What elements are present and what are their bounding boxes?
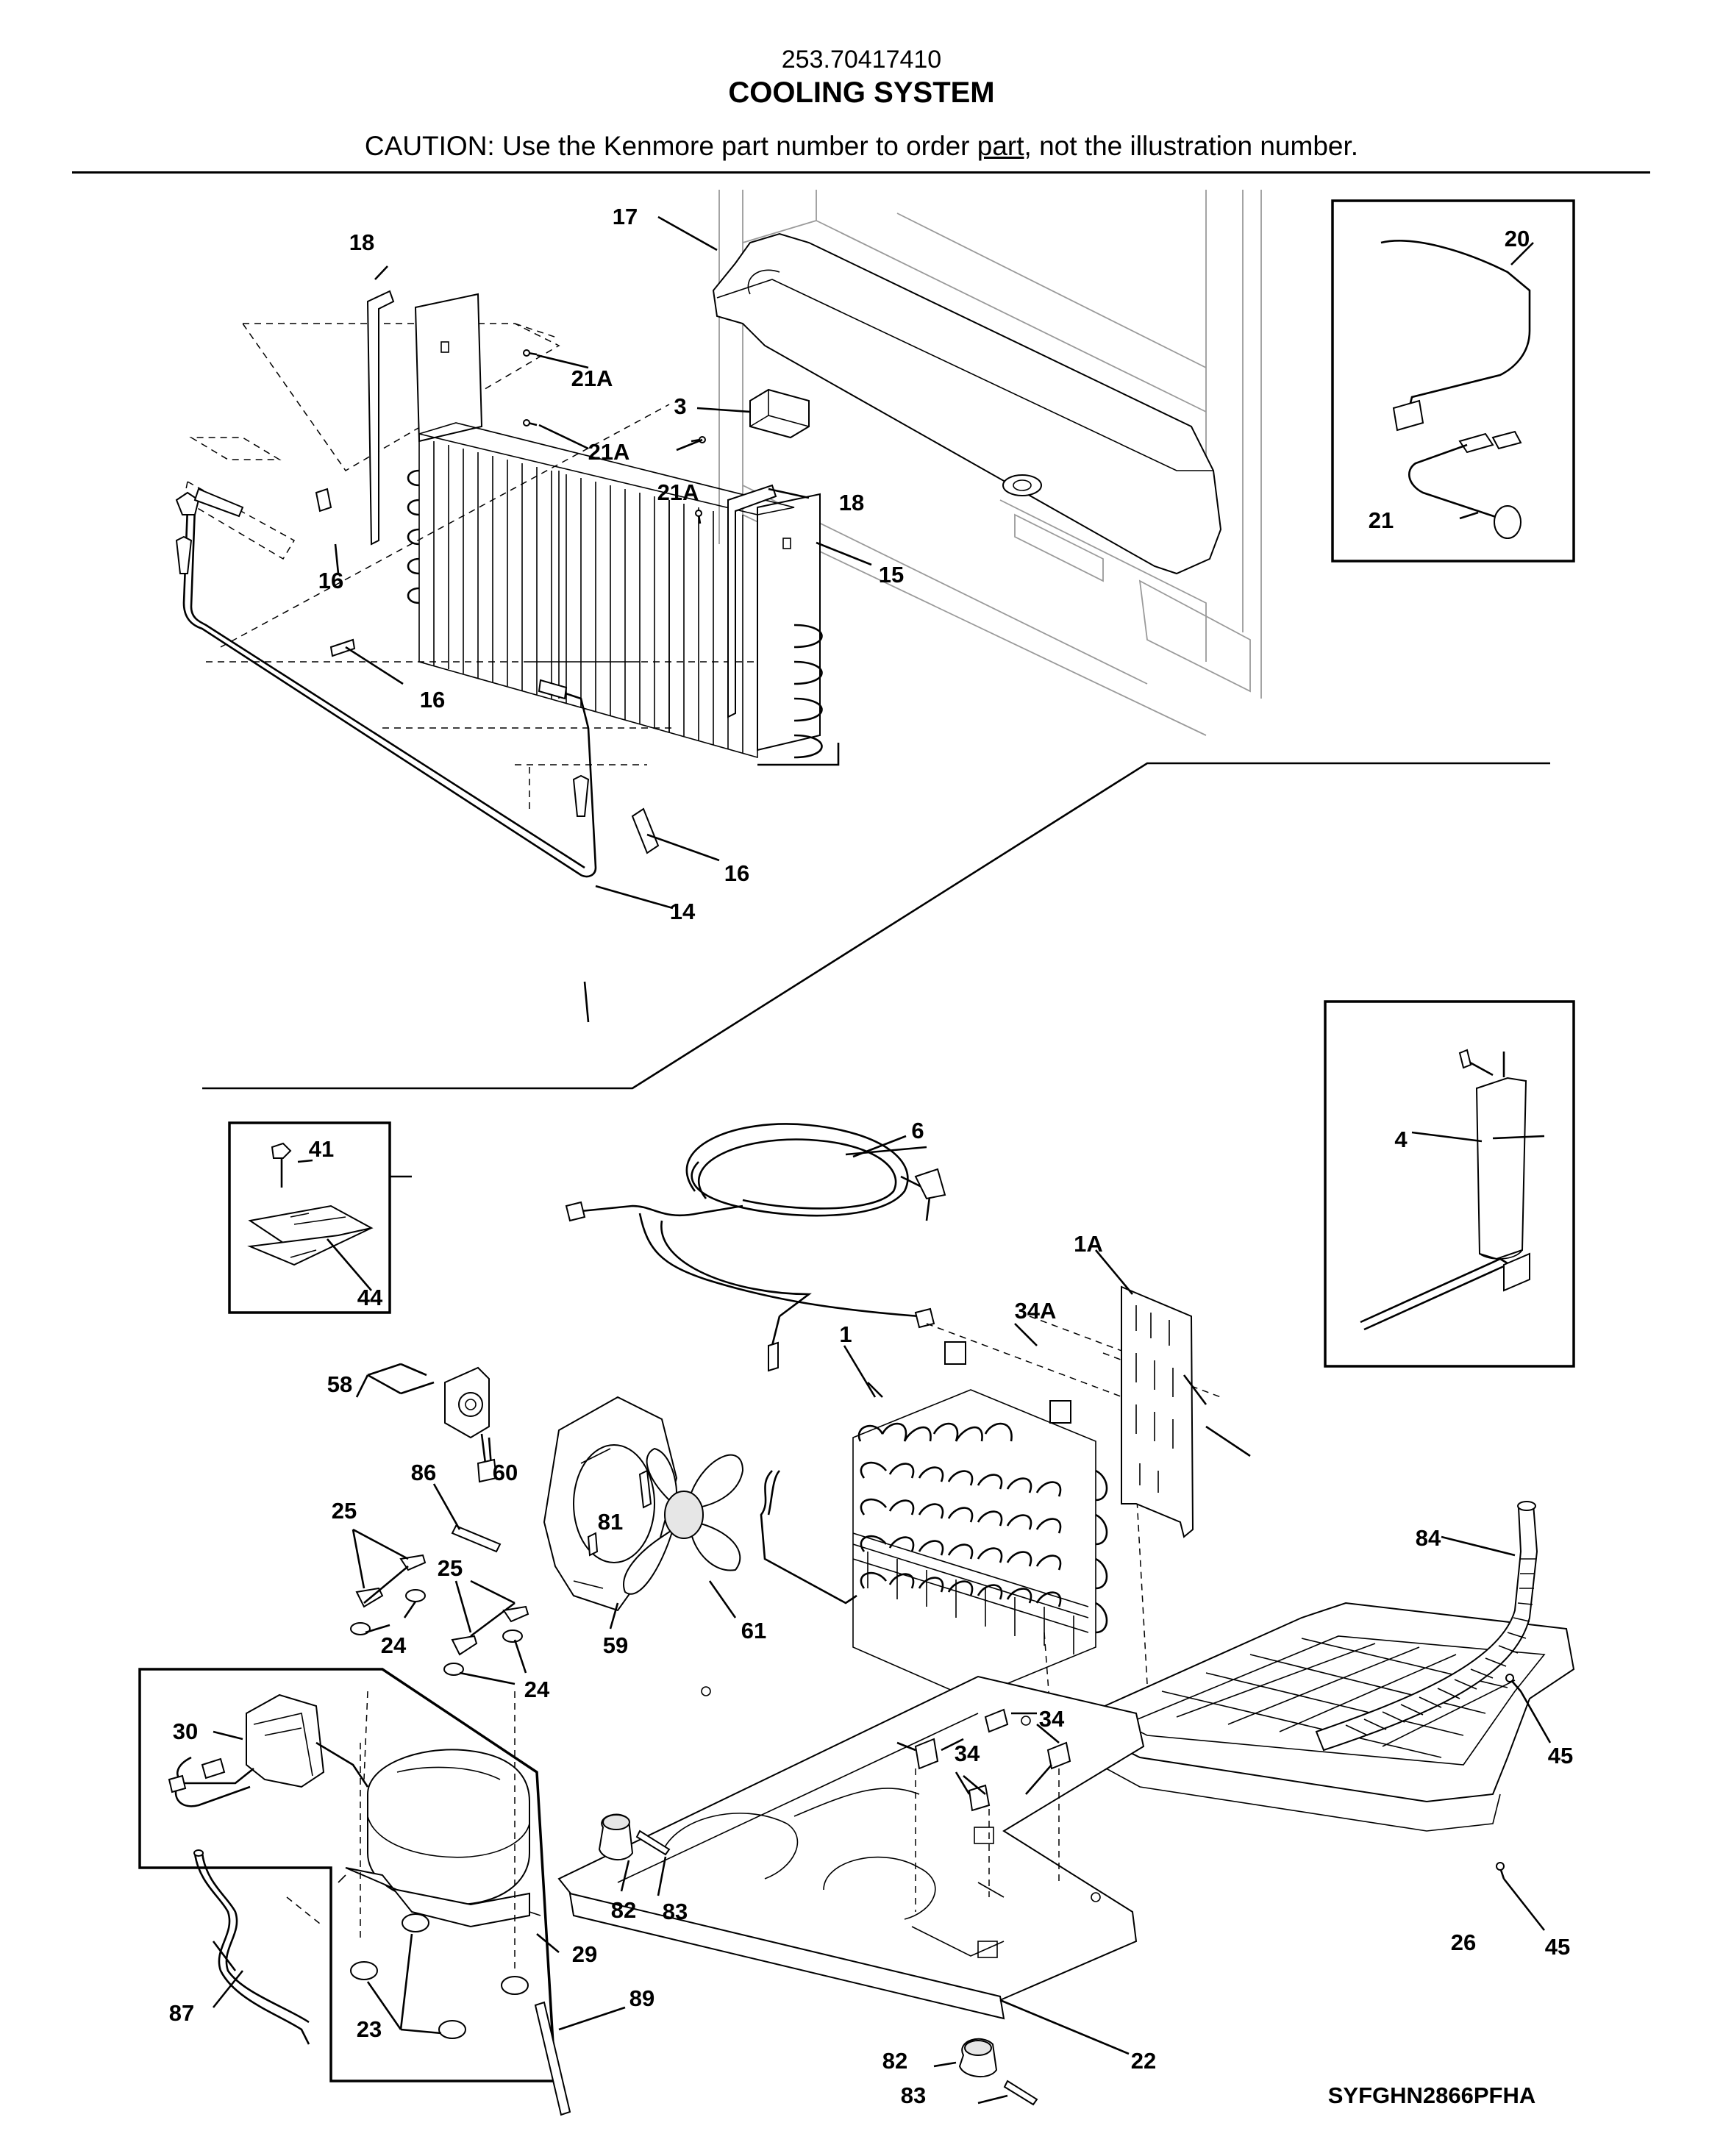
callout-6: 6 — [911, 1118, 924, 1143]
callout-24: 24 — [524, 1677, 550, 1702]
callout-22: 22 — [1131, 2048, 1156, 2074]
header-divider — [72, 171, 1650, 174]
callout-17: 17 — [613, 204, 638, 229]
diagram-code: SYFGHN2866PFHA — [1328, 2082, 1536, 2108]
callout-41: 41 — [309, 1136, 334, 1162]
fan-housing-assembly — [543, 1396, 744, 1612]
compressor-inset — [138, 1668, 557, 2082]
callout-82: 82 — [882, 2048, 907, 2074]
callout-21a: 21A — [657, 479, 699, 505]
callout-16: 16 — [318, 568, 343, 593]
callout-60: 60 — [493, 1460, 518, 1485]
condenser-body — [852, 1389, 1108, 1699]
callout-15: 15 — [879, 562, 904, 588]
heater-clips — [315, 488, 660, 854]
mounting-inset — [228, 1121, 391, 1314]
callout-4: 4 — [1394, 1127, 1408, 1152]
callout-29: 29 — [572, 1941, 597, 1967]
evaporator-cover — [712, 232, 1222, 575]
defrost-timer-bracket — [367, 1363, 498, 1483]
callout-34a: 34A — [1015, 1298, 1057, 1324]
defrost-heater-harness — [175, 488, 597, 878]
callout-83: 83 — [901, 2082, 926, 2108]
model-number: 253.70417410 — [781, 46, 942, 74]
caution-notice: CAUTION: Use the Kenmore part number to … — [0, 131, 1723, 162]
section-divider — [202, 762, 1550, 1090]
callout-26: 26 — [1451, 1930, 1476, 1955]
caution-text-end: , not the illustration number. — [1024, 131, 1359, 161]
callout-83: 83 — [663, 1899, 688, 1924]
drain-trough-clip — [749, 388, 810, 439]
callout-81: 81 — [598, 1509, 623, 1535]
callout-18: 18 — [349, 229, 374, 255]
process-tube — [193, 1849, 324, 2045]
callout-14: 14 — [670, 899, 696, 924]
callout-18: 18 — [839, 490, 864, 515]
callout-25: 25 — [332, 1498, 357, 1524]
water-line-tube — [534, 2001, 626, 2116]
callout-24: 24 — [381, 1632, 407, 1658]
callout-59: 59 — [603, 1632, 628, 1658]
drain-hose — [1315, 1501, 1538, 1752]
machine-compartment-base — [557, 1675, 1145, 2055]
callout-21a: 21A — [588, 439, 630, 465]
section-leader-lines — [355, 1131, 1483, 1795]
callout-34: 34 — [1039, 1706, 1065, 1732]
evaporator-fins — [418, 422, 795, 759]
callout-87: 87 — [169, 2000, 194, 2026]
callout-16: 16 — [724, 860, 749, 886]
power-cord-harness — [565, 1123, 946, 1372]
callout-45: 45 — [1548, 1743, 1573, 1768]
base-clips — [914, 1708, 1071, 1912]
evaporator-coil — [183, 293, 840, 809]
callout-20: 20 — [1505, 226, 1530, 251]
top-leader-lines — [334, 215, 872, 1023]
drain-pan-screws — [1496, 1674, 1552, 1931]
callout-61: 61 — [741, 1618, 766, 1643]
callout-21: 21 — [1369, 507, 1394, 533]
condenser-feet-and-pins — [598, 1813, 1038, 2106]
part-link[interactable]: part — [977, 131, 1024, 161]
callout-34: 34 — [955, 1741, 980, 1766]
callout-45: 45 — [1545, 1934, 1570, 1960]
condenser-coil — [760, 1316, 1221, 1780]
page-title: COOLING SYSTEM — [728, 76, 995, 109]
fan-bracket-and-clips — [350, 1483, 737, 1685]
thermistor-inset — [1331, 199, 1575, 563]
callout-21a: 21A — [571, 365, 613, 391]
callout-58: 58 — [327, 1371, 352, 1397]
compressor — [338, 1691, 560, 2039]
callout-labels: 18 17 20 21A 3 21A 21A 18 21 16 15 16 16… — [169, 204, 1573, 2108]
start-relay-assembly — [168, 1693, 369, 1807]
callout-25: 25 — [438, 1555, 463, 1581]
callout-1a: 1A — [1074, 1231, 1103, 1257]
drier-inset — [1324, 1000, 1575, 1368]
terminal-block-strips — [366, 290, 777, 718]
callout-84: 84 — [1416, 1525, 1441, 1551]
callout-23: 23 — [357, 2016, 382, 2042]
callout-82: 82 — [611, 1897, 636, 1923]
callout-3: 3 — [674, 393, 686, 419]
callout-86: 86 — [411, 1460, 436, 1485]
caution-text: CAUTION: Use the Kenmore part number to … — [364, 131, 977, 161]
condenser-baffle — [1095, 1249, 1194, 1538]
callout-1: 1 — [839, 1321, 852, 1347]
callout-44: 44 — [357, 1285, 383, 1310]
callout-30: 30 — [173, 1718, 198, 1744]
callout-16: 16 — [420, 687, 445, 713]
callout-89: 89 — [629, 1985, 654, 2011]
